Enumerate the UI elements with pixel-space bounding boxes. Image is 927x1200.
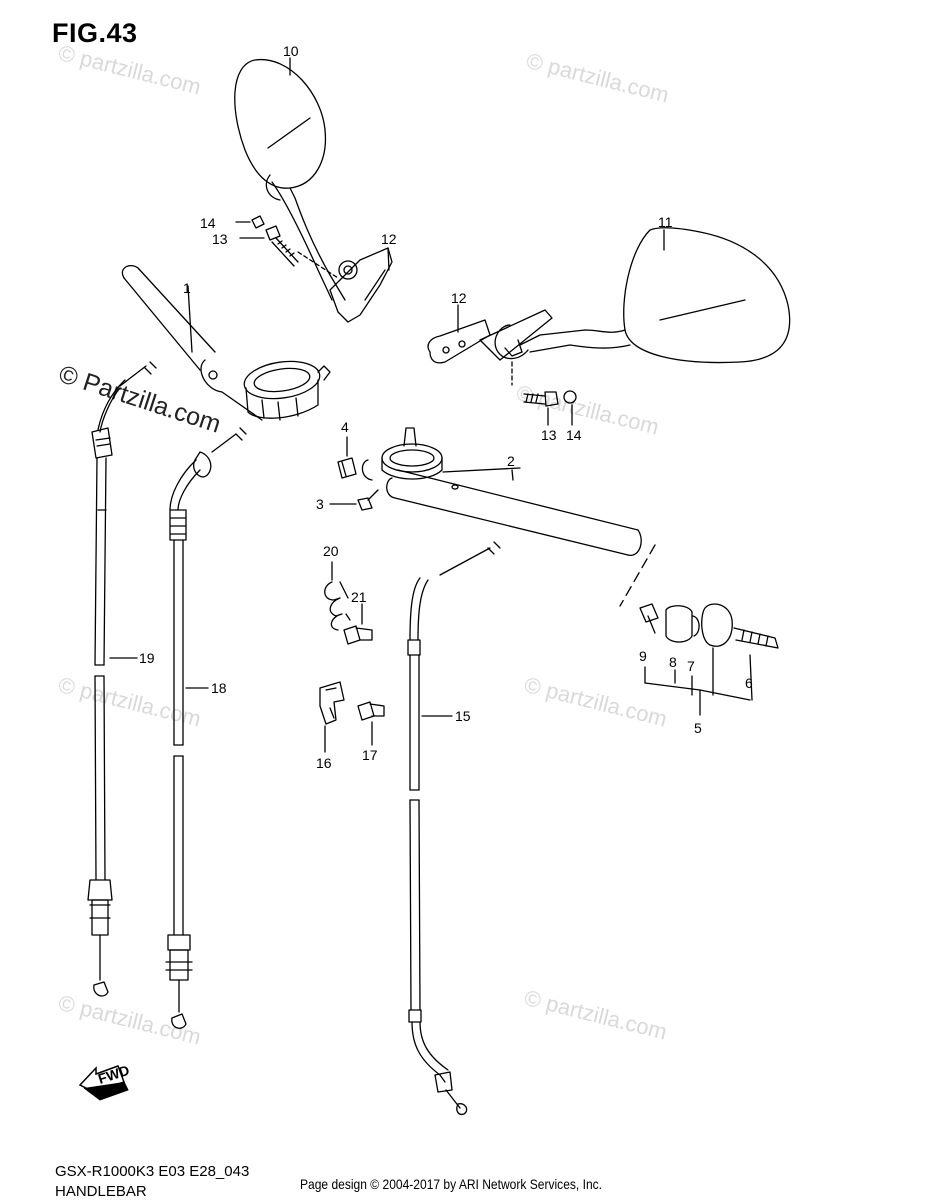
bolt-17 [357,701,385,746]
callout-13: 13 [212,231,228,247]
callout-12b: 12 [451,290,467,306]
callout-12: 12 [381,231,397,247]
bolt-3 [329,489,379,511]
copyright-notice: Page design © 2004-2017 by ARI Network S… [300,1176,603,1192]
clip-20 [324,561,351,631]
bolt-21 [343,603,373,645]
bracket-16 [319,681,345,753]
callout-1: 1 [183,280,191,296]
bar-end-assembly [639,603,779,716]
callout-11: 11 [658,214,673,230]
callout-18: 18 [211,680,227,696]
callout-14: 14 [200,215,216,231]
section-name: HANDLEBAR [55,1183,147,1200]
throttle-cable-19 [87,361,157,997]
callout-13b: 13 [541,427,557,443]
bolt-13-left [235,215,299,267]
callout-14b: 14 [566,427,582,443]
left-mirror [234,59,393,323]
clutch-cable-15 [407,541,501,1116]
callout-2: 2 [507,453,515,469]
callout-17: 17 [362,747,378,763]
callout-3: 3 [316,496,324,512]
callout-labels: 10 11 12 14 13 1 12 13 14 4 2 3 20 21 9 … [139,43,753,771]
throttle-cable-18 [165,427,247,1029]
callout-5: 5 [694,720,702,736]
callout-10: 10 [283,43,299,59]
handlebar-left [121,264,331,421]
model-code: GSX-R1000K3 E03 E28_043 [55,1163,250,1180]
callout-16: 16 [316,755,332,771]
callout-19: 19 [139,650,155,666]
callout-9: 9 [639,648,647,664]
callout-4: 4 [341,419,349,435]
callout-6: 6 [745,675,753,691]
callout-7: 7 [687,658,695,674]
right-mirror [427,227,791,386]
callout-20: 20 [323,543,339,559]
figure-title: FIG.43 [52,18,138,48]
handlebar-right [361,427,642,556]
callout-21: 21 [351,589,367,605]
callout-8: 8 [669,654,677,670]
callout-15: 15 [455,708,471,724]
grommet-4 [337,436,357,479]
bolt-13-right [523,390,577,426]
forward-arrow-icon: FWD [78,1062,131,1101]
